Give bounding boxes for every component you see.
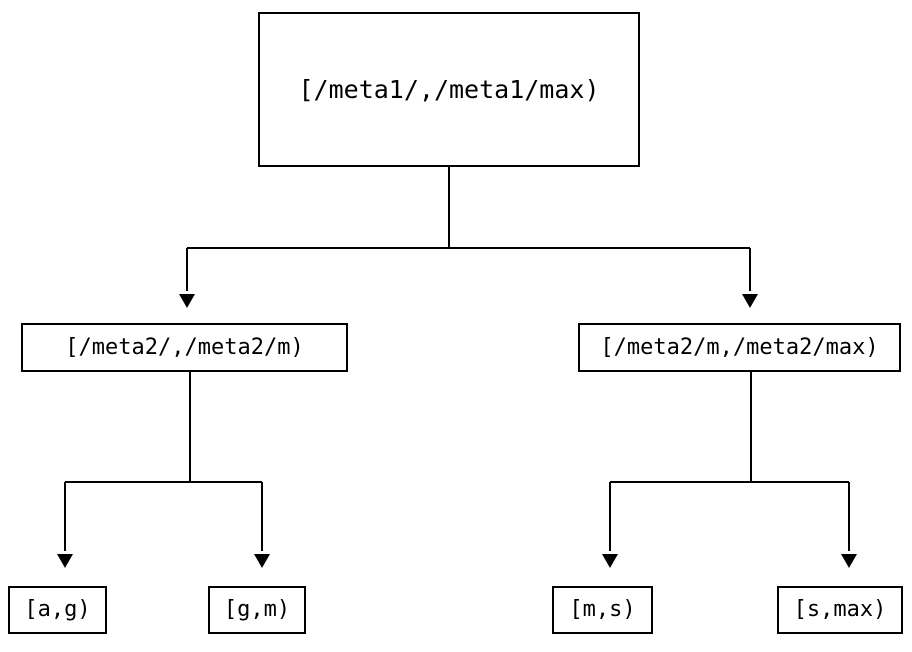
tree-node-leaf-s-max[interactable]: [s,max) [777,586,903,634]
tree-node-leaf-m-s[interactable]: [m,s) [552,586,653,634]
tree-node-root-label: [/meta1/,/meta1/max) [298,75,600,104]
tree-node-leaf-a-g-label: [a,g) [24,597,91,622]
arrowhead-root-to-mid-right [742,294,758,308]
arrowhead-mid-left-to-leaf-ag [57,554,73,568]
arrowhead-mid-right-to-leaf-ms [602,554,618,568]
arrowhead-root-to-mid-left [179,294,195,308]
tree-node-leaf-g-m-label: [g,m) [223,597,291,622]
tree-node-root[interactable]: [/meta1/,/meta1/max) [258,12,640,167]
tree-node-mid-left[interactable]: [/meta2/,/meta2/m) [21,323,348,372]
tree-node-mid-right-label: [/meta2/m,/meta2/max) [600,334,879,360]
tree-node-leaf-s-max-label: [s,max) [793,597,887,622]
tree-node-leaf-g-m[interactable]: [g,m) [208,586,306,634]
arrowhead-mid-left-to-leaf-gm [254,554,270,568]
tree-node-leaf-a-g[interactable]: [a,g) [8,586,107,634]
arrowhead-mid-right-to-leaf-smax [841,554,857,568]
tree-node-mid-left-label: [/meta2/,/meta2/m) [65,334,304,360]
tree-node-mid-right[interactable]: [/meta2/m,/meta2/max) [578,323,901,372]
tree-node-leaf-m-s-label: [m,s) [569,597,636,622]
